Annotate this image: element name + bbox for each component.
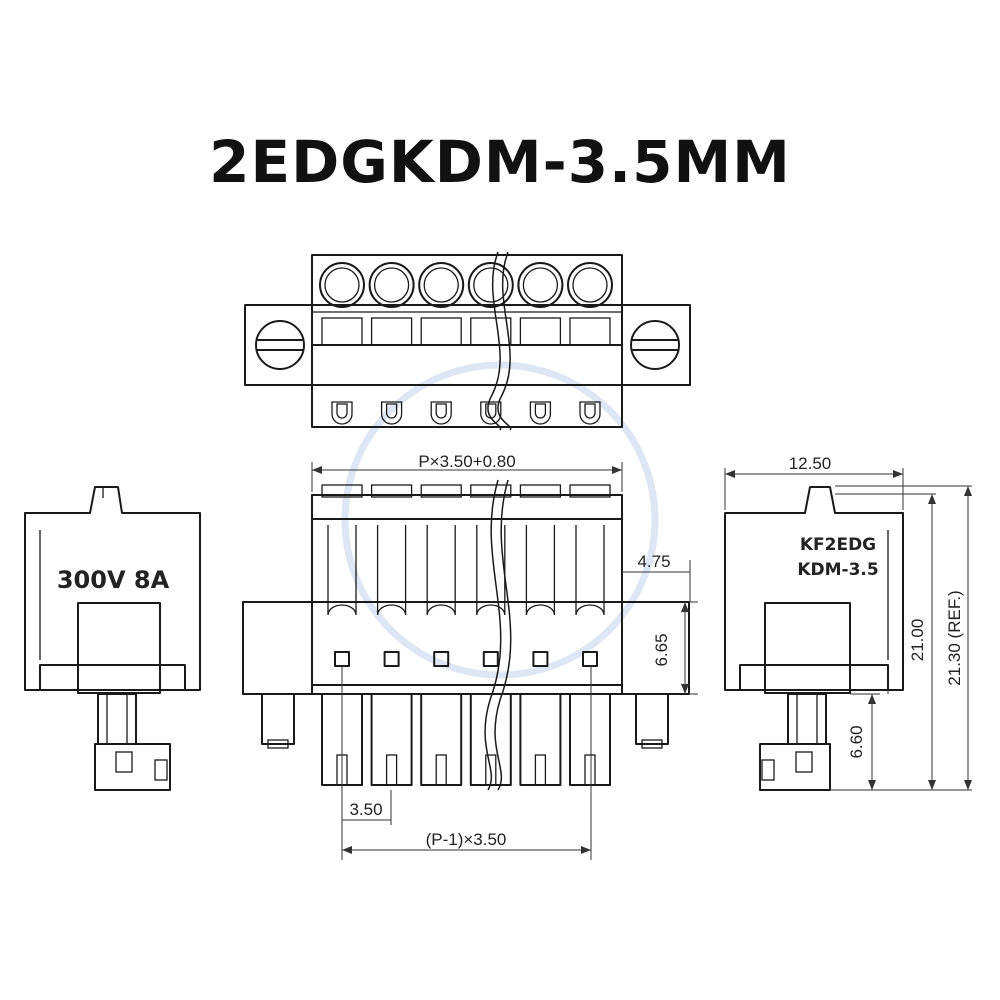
wire-entry-hole-inner-icon (534, 403, 547, 419)
model-marking-line1: KF2EDG (800, 535, 876, 555)
terminal-slot (470, 317, 512, 346)
screw-left-icon (255, 320, 305, 370)
dim-flange: 4.75 (637, 552, 670, 571)
terminal-cavity (525, 525, 556, 616)
contact-pin (435, 754, 447, 786)
terminal-screw-icon (418, 262, 465, 308)
dim-depth: 12.50 (789, 454, 832, 473)
terminal-screw-icon (368, 262, 415, 308)
terminal-screw-inner-icon (324, 267, 360, 303)
test-point-square-icon (334, 651, 350, 667)
terminal-screw-icon (567, 262, 613, 308)
wire-entry-hole-inner-icon (584, 403, 596, 419)
dim-pitch: 3.50 (349, 800, 382, 819)
break-line (494, 479, 512, 791)
break-line (497, 251, 512, 431)
wire-entry-hole-inner-icon (485, 403, 497, 419)
test-point-square-icon (532, 651, 549, 667)
break-line (487, 251, 502, 431)
terminal-slot (321, 317, 363, 346)
top-view (244, 251, 691, 431)
pin-housing (370, 694, 413, 786)
terminal-top-bump (321, 484, 363, 498)
terminal-slot (569, 317, 611, 346)
pin-housing (519, 694, 562, 786)
terminal-screw-icon (517, 262, 564, 308)
pin-housing (420, 694, 463, 786)
terminal-screw-icon (467, 262, 514, 308)
wire-entry-hole-inner-icon (435, 403, 447, 419)
screw-right-icon (630, 320, 680, 370)
test-point-square-icon (433, 651, 450, 667)
dim-height-665: 6.65 (652, 633, 671, 666)
wire-entry-hole-icon (380, 401, 403, 425)
dim-height-2100: 21.00 (908, 619, 927, 662)
terminal-screw-inner-icon (572, 267, 608, 303)
terminal-slot (420, 317, 462, 346)
terminal-screw-icon (319, 262, 365, 308)
wire-entry-hole-inner-icon (336, 403, 348, 419)
terminal-top-bump (519, 484, 562, 498)
test-point-square-icon (582, 651, 598, 667)
break-line (484, 479, 502, 791)
contact-pin (584, 754, 596, 786)
left-side-view: 300V 8A (24, 486, 201, 791)
dim-pin-span: (P-1)×3.50 (426, 830, 507, 849)
terminal-cavity (327, 525, 357, 616)
contact-pin (534, 754, 547, 786)
terminal-screw-inner-icon (423, 267, 459, 303)
wire-entry-hole-icon (529, 401, 552, 425)
terminal-cavity (575, 525, 605, 616)
terminal-top-bump (569, 484, 611, 498)
rating-marking: 300V 8A (57, 566, 170, 594)
terminal-screw-inner-icon (373, 267, 410, 303)
terminal-slot (370, 317, 413, 346)
test-point-square-icon (383, 651, 400, 667)
terminal-cavity (476, 525, 506, 616)
model-marking-line2: KDM-3.5 (797, 560, 878, 580)
pin-housing (569, 694, 611, 786)
dim-height-2130: 21.30 (REF.) (945, 590, 964, 685)
terminal-screw-inner-icon (522, 267, 559, 303)
wire-entry-hole-icon (579, 401, 601, 425)
wire-entry-hole-icon (430, 401, 452, 425)
contact-pin (385, 754, 398, 786)
dim-height-660: 6.60 (847, 725, 866, 758)
page-title: 2EDGKDM-3.5MM (209, 128, 791, 196)
test-point-square-icon (482, 651, 499, 667)
terminal-top-bump (470, 484, 512, 498)
right-side-view: KF2EDG KDM-3.5 12.50 21.00 21.30 (REF.) … (724, 454, 972, 791)
front-view: P×3.50+0.80 4.75 6.65 3.50 (P-1)×3.50 (242, 452, 698, 860)
terminal-slot (519, 317, 562, 346)
wire-entry-hole-icon (480, 401, 502, 425)
dim-overall-width: P×3.50+0.80 (418, 452, 515, 471)
terminal-top-bump (370, 484, 413, 498)
terminal-top-bump (420, 484, 462, 498)
terminal-cavity (376, 525, 407, 616)
terminal-cavity (426, 525, 456, 616)
wire-entry-hole-icon (331, 401, 353, 425)
wire-entry-hole-inner-icon (385, 403, 398, 419)
terminal-screw-inner-icon (473, 267, 509, 303)
